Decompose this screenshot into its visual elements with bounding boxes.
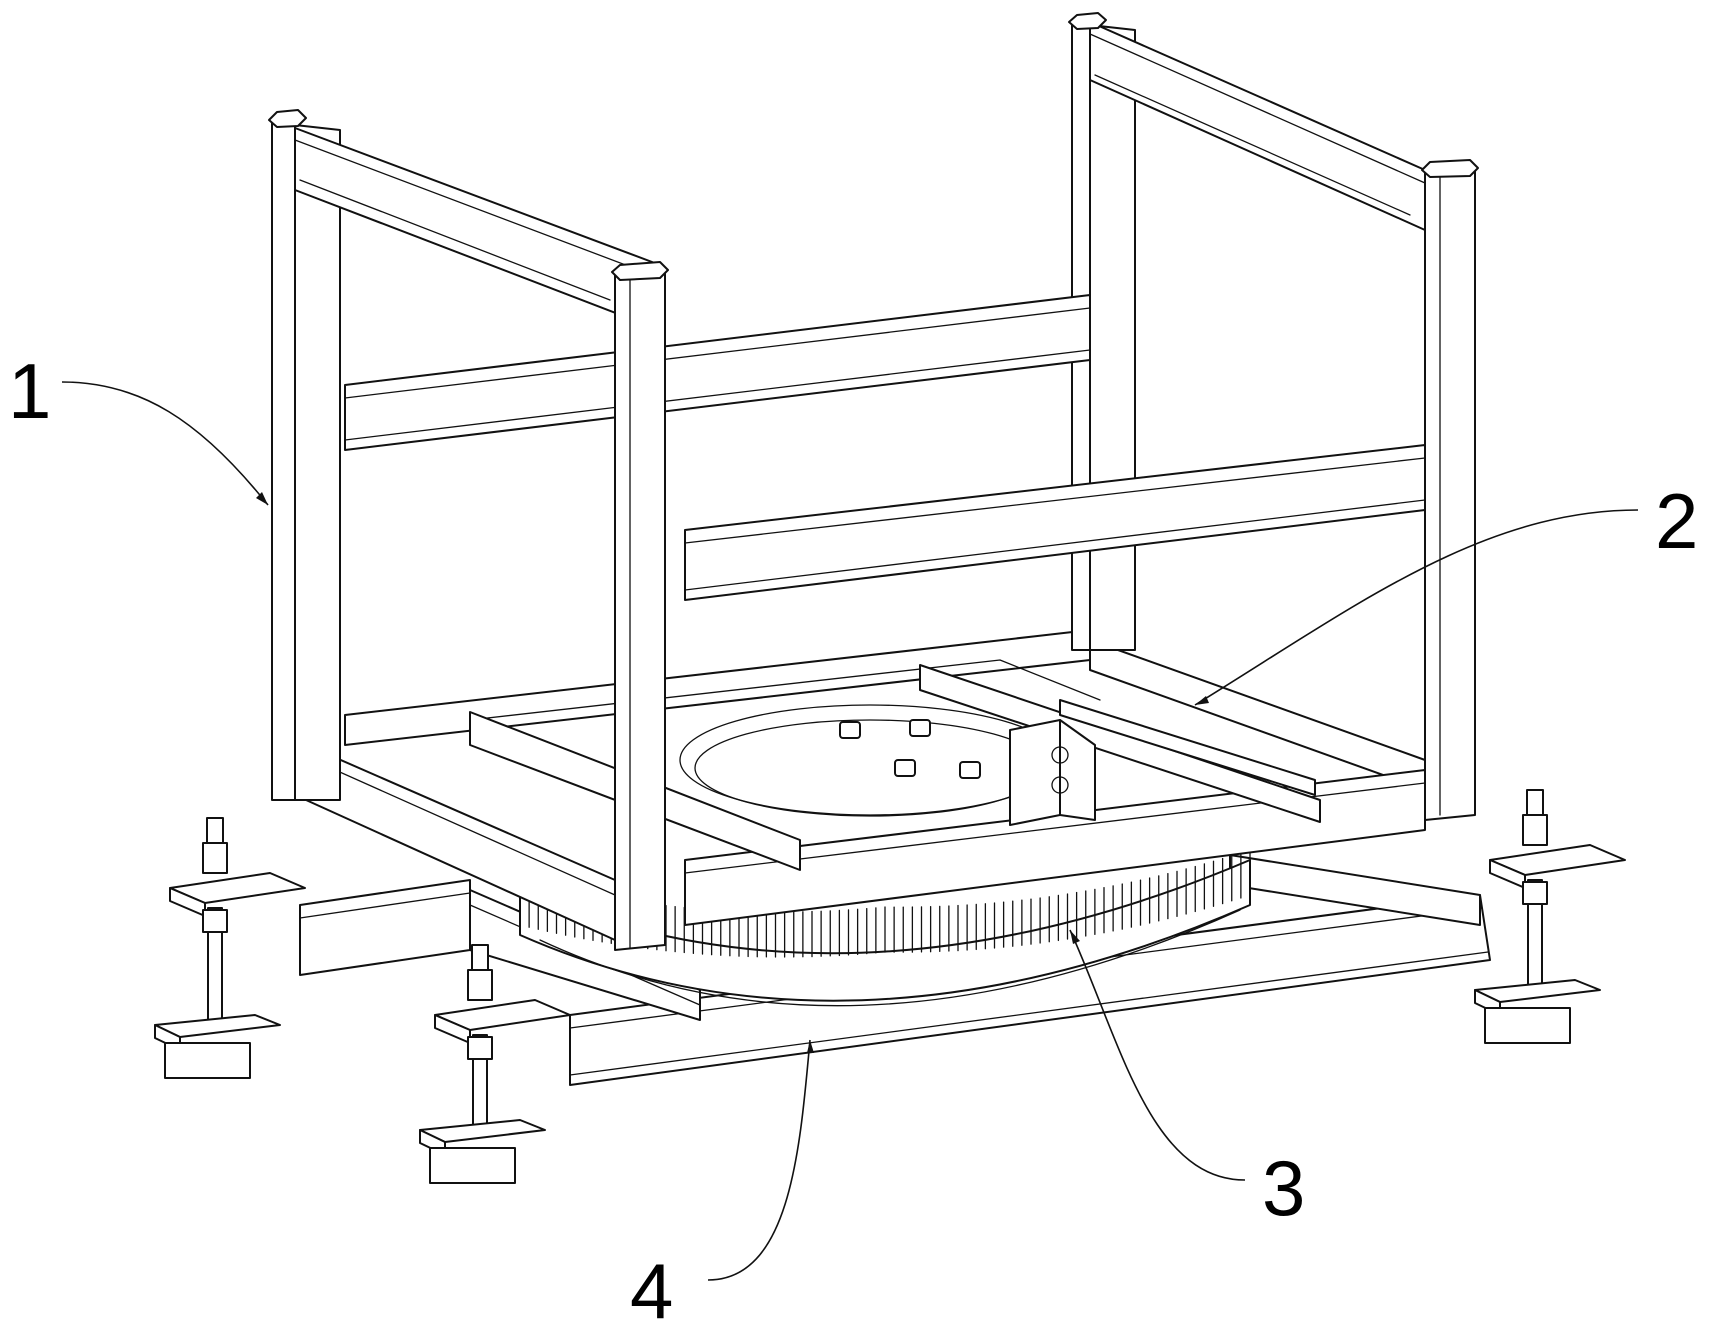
nut-icon xyxy=(1522,814,1548,846)
bolt-icon xyxy=(471,944,489,971)
nut-icon xyxy=(1522,881,1548,905)
callout-label-4: 4 xyxy=(630,1247,673,1331)
foot-pad xyxy=(164,1042,251,1079)
callout-4: 4 xyxy=(630,1039,814,1331)
bolt-icon xyxy=(894,759,916,777)
nut-icon xyxy=(467,969,493,1001)
bolt-icon xyxy=(959,761,981,779)
nut-icon xyxy=(202,909,228,933)
bolt-icon xyxy=(1526,789,1544,816)
foot-pad xyxy=(1484,1007,1571,1044)
nut-icon xyxy=(467,1036,493,1060)
callout-label-1: 1 xyxy=(8,347,51,435)
nut-icon xyxy=(202,842,228,874)
leveling-feet xyxy=(154,789,1626,1184)
callout-2: 2 xyxy=(1194,477,1698,706)
callout-label-3: 3 xyxy=(1262,1144,1305,1232)
callout-3: 3 xyxy=(1069,929,1305,1232)
callout-label-2: 2 xyxy=(1655,477,1698,565)
bolt-icon xyxy=(909,719,931,737)
bolt-icon xyxy=(839,721,861,739)
turntable-bolts xyxy=(839,719,981,779)
leveling-foot xyxy=(1474,789,1626,1044)
bolt-icon xyxy=(206,817,224,844)
leveling-foot xyxy=(154,817,306,1079)
callout-1: 1 xyxy=(8,347,269,506)
foot-pad xyxy=(429,1147,516,1184)
leveling-foot xyxy=(419,944,571,1184)
frame xyxy=(268,12,1479,951)
